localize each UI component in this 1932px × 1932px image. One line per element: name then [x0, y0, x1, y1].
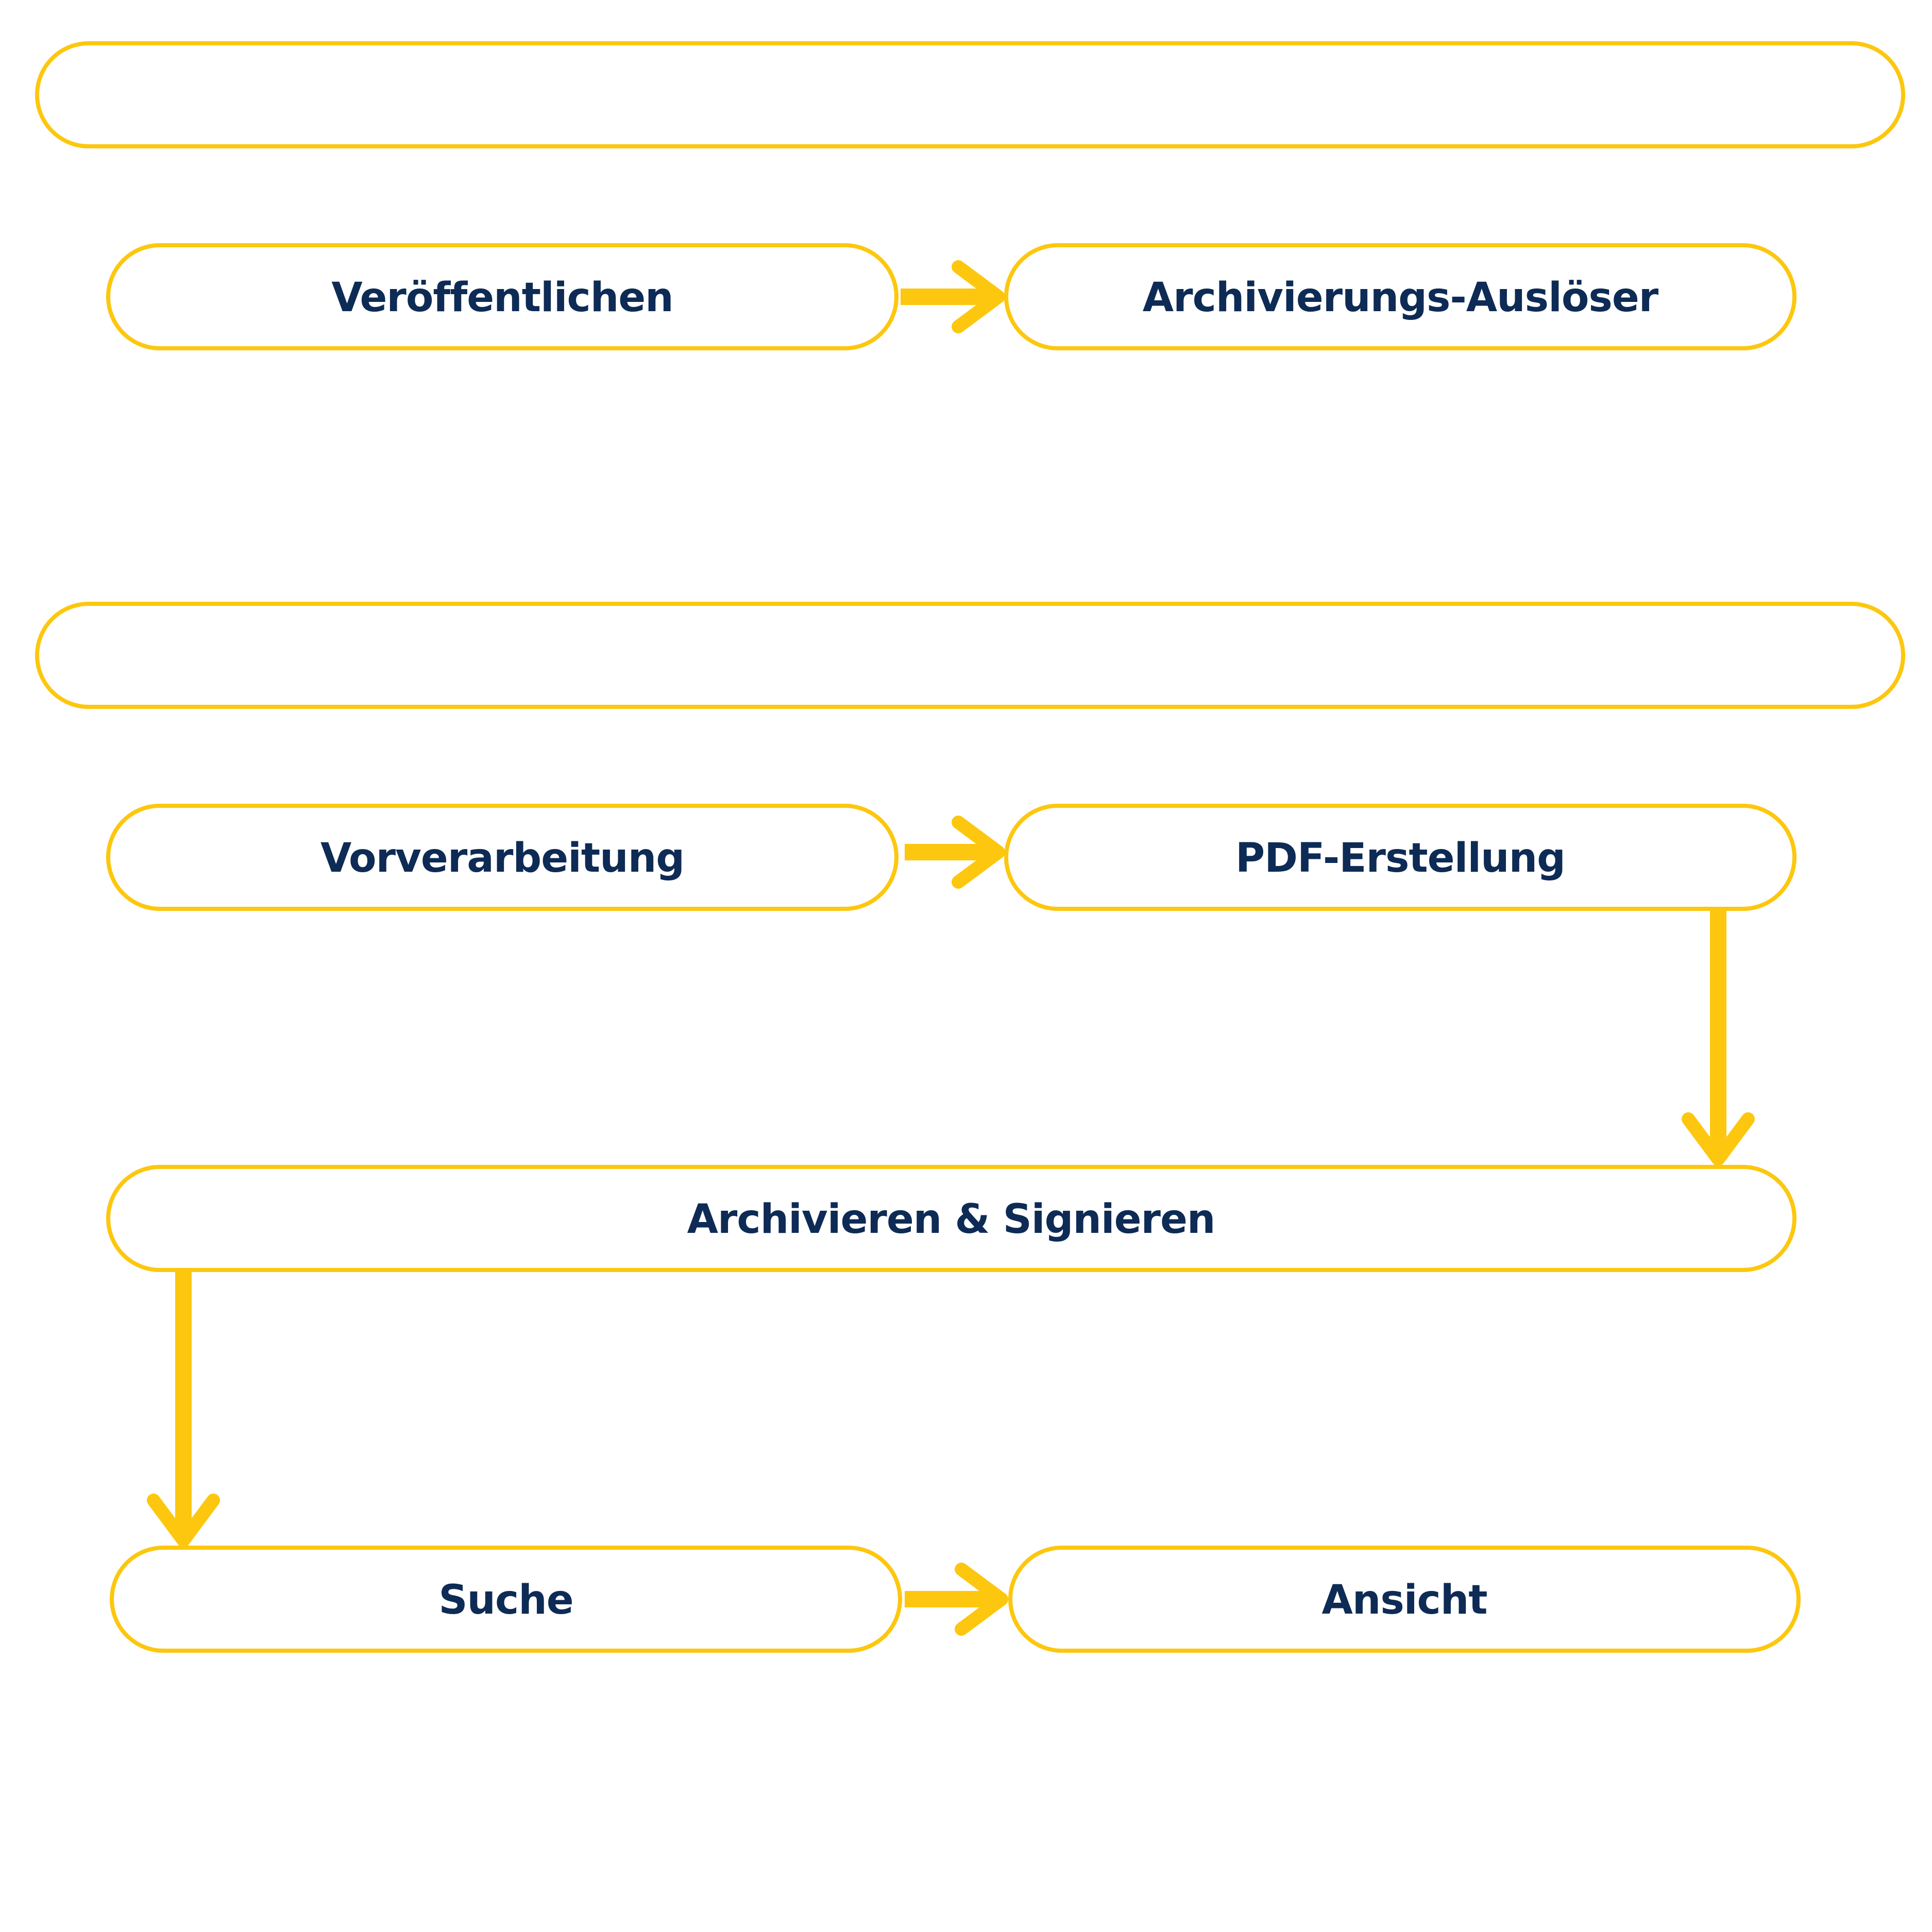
node-view [1008, 1546, 1801, 1653]
node-publish-label: Veröffentlichen [331, 275, 673, 321]
node-archive-sign-label: Archivieren & Signieren [687, 1196, 1215, 1243]
header-bar-2 [35, 602, 1905, 709]
node-view-label: Ansicht [1321, 1577, 1487, 1623]
node-archive-trigger [1004, 243, 1797, 350]
node-search [110, 1546, 902, 1653]
arrow-archive-sign-to-search [147, 1272, 220, 1547]
node-pdf-creation-label: PDF-Erstellung [1235, 835, 1565, 882]
arrow-preprocessing-to-pdf [905, 816, 1005, 889]
arrow-search-to-view [905, 1563, 1008, 1636]
arrow-pdf-to-archive-sign [1682, 911, 1755, 1166]
header-bar-1 [35, 41, 1905, 148]
node-preprocessing-label: Vorverarbeitung [320, 835, 684, 882]
node-pdf-creation [1004, 804, 1797, 911]
node-preprocessing [106, 804, 899, 911]
node-archive-sign [106, 1165, 1797, 1272]
arrow-publish-to-trigger [901, 260, 1005, 333]
node-archive-trigger-label: Archivierungs-Auslöser [1143, 275, 1659, 321]
node-search-label: Suche [438, 1577, 573, 1623]
node-publish [106, 243, 899, 350]
